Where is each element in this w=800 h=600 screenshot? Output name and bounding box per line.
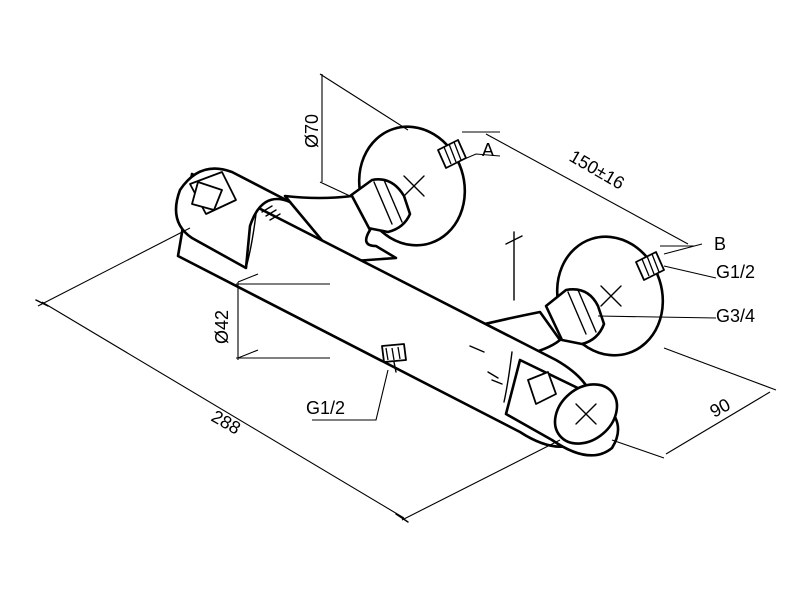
thread-inlet-label: G1/2 <box>716 262 755 282</box>
thread-bottom-outlet-label: G1/2 <box>306 398 345 418</box>
thread-outlet-side-label: G3/4 <box>716 306 755 326</box>
union-nut-lower <box>544 288 606 346</box>
dim-centers-label: 150±16 <box>566 146 628 193</box>
leader-lines <box>312 153 717 421</box>
dim-length-label: 288 <box>208 406 244 438</box>
ref-b-label: B <box>714 234 726 254</box>
dimension-lines <box>35 73 777 523</box>
mixer-body <box>174 167 620 457</box>
dim-body-diameter-label: Ø42 <box>212 310 232 344</box>
ref-a-label: A <box>482 140 494 160</box>
dim-rosette-diameter-label: Ø70 <box>302 114 322 148</box>
dim-depth-label: 90 <box>706 394 733 421</box>
centerline-marks <box>505 231 523 301</box>
